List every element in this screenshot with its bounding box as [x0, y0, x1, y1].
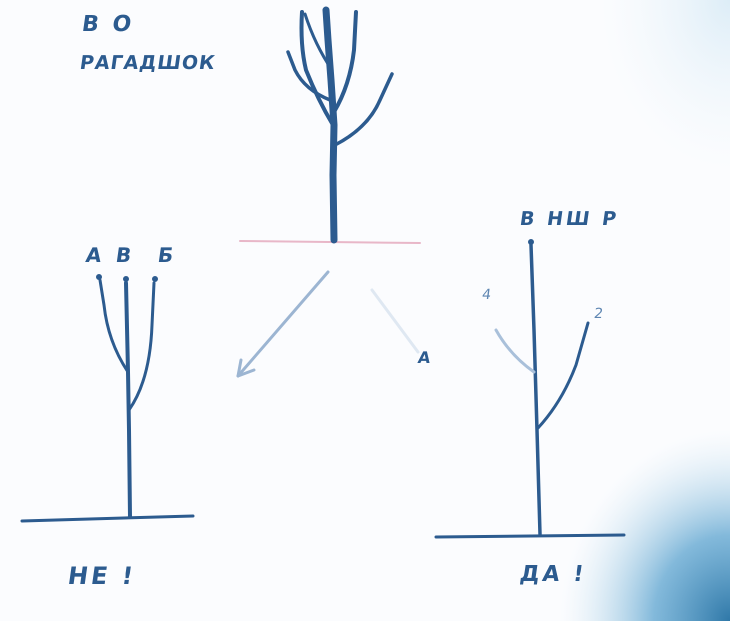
left-tree-branch-label-a: А [84, 243, 106, 267]
top-label-line1: В О [80, 12, 136, 37]
right-tree-trunk [531, 245, 540, 534]
right-tree-top-bud [529, 240, 534, 245]
top-label-line2: РАГАДШОК [78, 52, 217, 74]
right-tree-branch-right [538, 323, 588, 428]
paper-stain-bottom-right [560, 430, 730, 621]
right-tree-branch-left-faint [496, 330, 534, 372]
right-tree-ground [436, 535, 624, 537]
left-tree-trunk [126, 283, 130, 517]
left-tree-bud-b [124, 277, 129, 282]
right-tree-top-label: В НШ Р [518, 208, 620, 230]
top-tree [240, 10, 420, 243]
left-tree [22, 275, 193, 522]
left-tree-branch-label-b: В [114, 243, 136, 267]
top-tree-branch [335, 74, 392, 145]
left-tree-branch-label-c: Б [156, 243, 178, 267]
left-tree-bud-a [97, 275, 102, 280]
center-mark: А [417, 348, 435, 367]
paper-stain-top-right [600, 0, 730, 170]
left-tree-ground [22, 516, 193, 521]
left-verdict: НЕ ! [66, 562, 138, 590]
right-arrow-faint [372, 290, 418, 352]
right-verdict: ДА ! [518, 562, 588, 587]
left-tree-branch-a [100, 280, 128, 372]
right-tree-side-label-left: 4 [481, 287, 495, 303]
left-tree-branch-c [129, 283, 154, 410]
left-tree-bud-c [153, 277, 158, 282]
right-tree-side-label-right: 2 [593, 306, 607, 322]
top-tree-ground [240, 241, 420, 243]
left-arrow [238, 272, 328, 376]
top-tree-branch [334, 12, 356, 112]
